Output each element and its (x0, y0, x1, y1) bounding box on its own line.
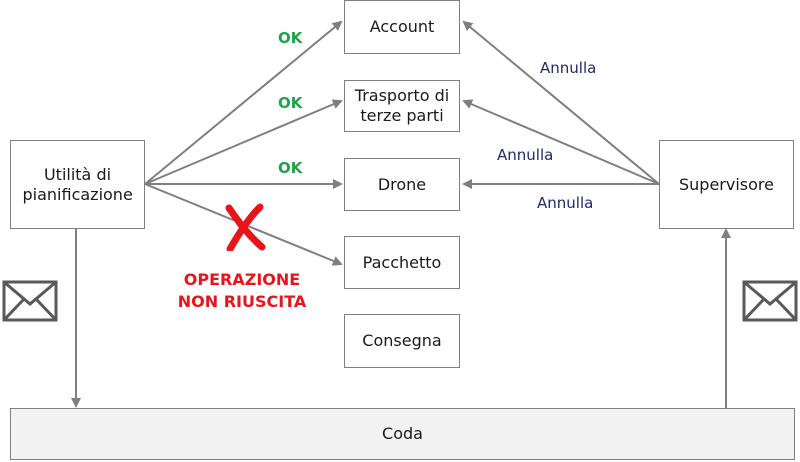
envelope-icon-right (742, 280, 798, 322)
envelope-icon-left (2, 280, 58, 322)
package-label: Pacchetto (362, 252, 442, 272)
supervisor-label: Supervisore (679, 174, 774, 194)
ok-label-account: OK (278, 29, 303, 47)
scheduler-label: Utilità di pianificazione (22, 164, 133, 204)
cancel-arrow-account (462, 20, 660, 185)
queue-node: Coda (10, 408, 795, 460)
ok-label-third-party: OK (278, 94, 303, 112)
failed-label-line2: NON RIUSCITA (177, 291, 307, 311)
arrow-to-account (144, 20, 343, 185)
delivery-label: Consegna (362, 331, 442, 350)
drone-node: Drone (344, 158, 460, 211)
drone-label: Drone (377, 174, 427, 194)
x-mark-icon (225, 203, 266, 251)
cancel-label-account: Annulla (540, 59, 597, 77)
failed-label-line1: OPERAZIONE (183, 270, 301, 289)
third-party-node: Trasporto di terze parti (344, 80, 460, 132)
delivery-node: Consegna (344, 314, 460, 368)
queue-label: Coda (382, 424, 423, 443)
ok-label-drone: OK (278, 159, 303, 177)
supervisor-node: Supervisore (659, 140, 794, 229)
cancel-label-drone: Annulla (537, 194, 594, 212)
failed-operation-label: OPERAZIONE NON RIUSCITA (172, 269, 312, 312)
cancel-label-third-party: Annulla (497, 146, 554, 164)
scheduler-node: Utilità di pianificazione (10, 140, 145, 229)
package-node: Pacchetto (344, 236, 460, 289)
cancel-arrow-third-party (462, 99, 660, 185)
account-label: Account (369, 17, 435, 36)
third-party-label: Trasporto di terze parti (354, 86, 450, 125)
arrow-to-third-party (144, 99, 343, 185)
account-node: Account (344, 0, 460, 54)
